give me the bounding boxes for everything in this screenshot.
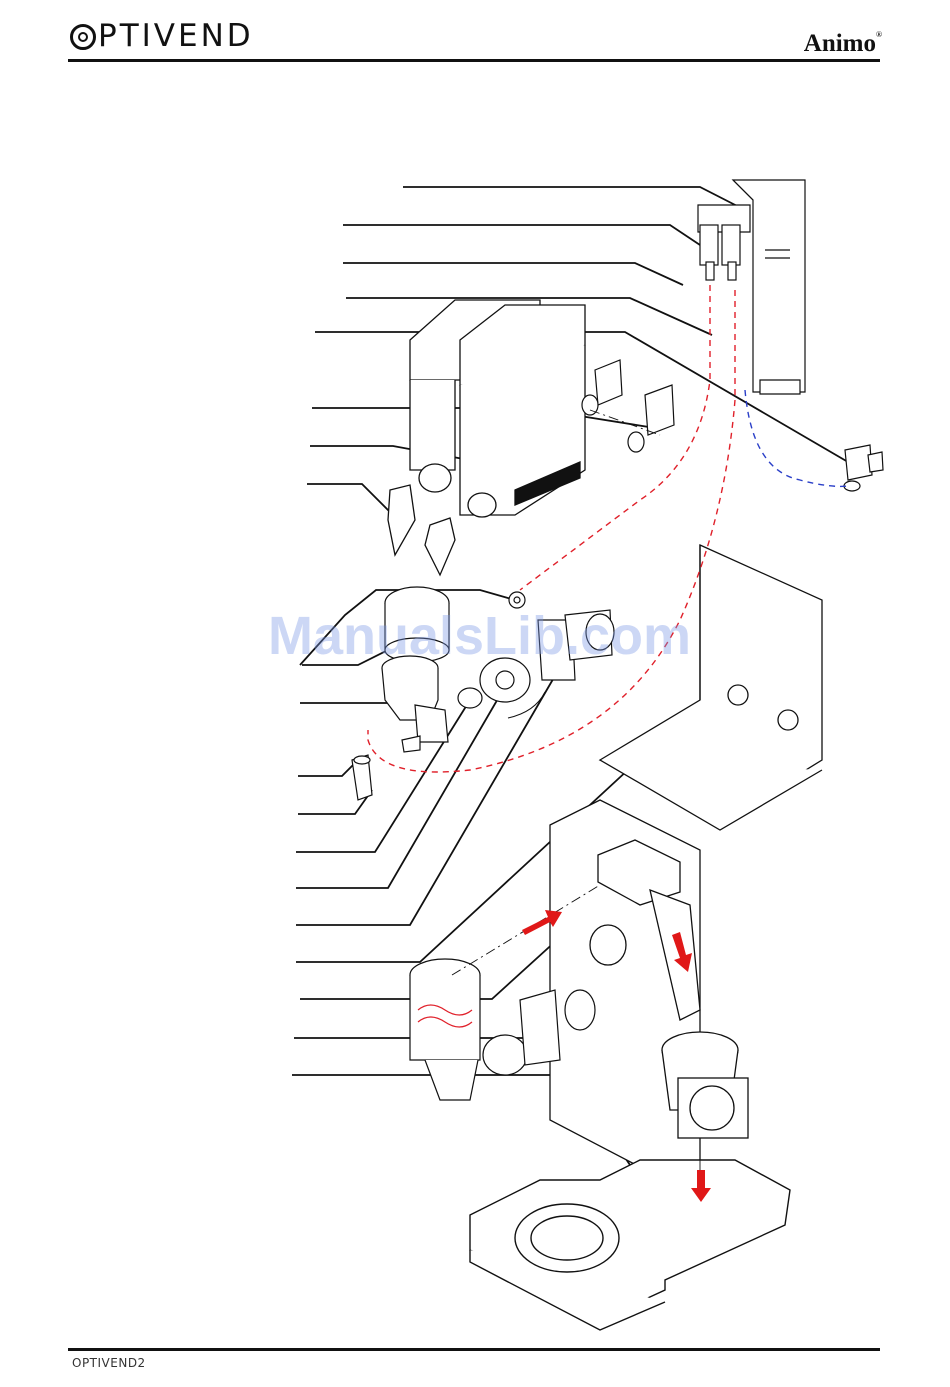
animo-logo-text: Animo bbox=[804, 30, 876, 57]
registered-mark: ® bbox=[876, 30, 882, 39]
header-rule bbox=[68, 59, 880, 62]
exploded-parts-diagram bbox=[0, 70, 950, 1340]
optivend-logo-text: PTIVEND bbox=[98, 18, 254, 54]
optivend-logo: PTIVEND bbox=[70, 18, 254, 54]
valve-bracket bbox=[698, 180, 805, 394]
leader-line bbox=[403, 187, 745, 210]
inlet-valve bbox=[844, 445, 883, 491]
drip-tray bbox=[470, 1160, 790, 1330]
watermark: ManualsLib.com bbox=[268, 605, 691, 667]
dosing-motors bbox=[582, 360, 674, 452]
cold-water-tube bbox=[745, 390, 848, 486]
ingredient-canisters bbox=[388, 300, 585, 575]
page-header: PTIVEND Animo® bbox=[0, 0, 950, 70]
animo-logo: Animo® bbox=[804, 30, 882, 58]
leader-line bbox=[343, 225, 700, 245]
footer-brand: OPTIVEND2 bbox=[72, 1356, 146, 1370]
leader-line bbox=[343, 263, 683, 285]
footer-rule bbox=[68, 1348, 880, 1351]
optivend-logo-icon bbox=[70, 24, 96, 50]
leader-line bbox=[298, 760, 358, 776]
